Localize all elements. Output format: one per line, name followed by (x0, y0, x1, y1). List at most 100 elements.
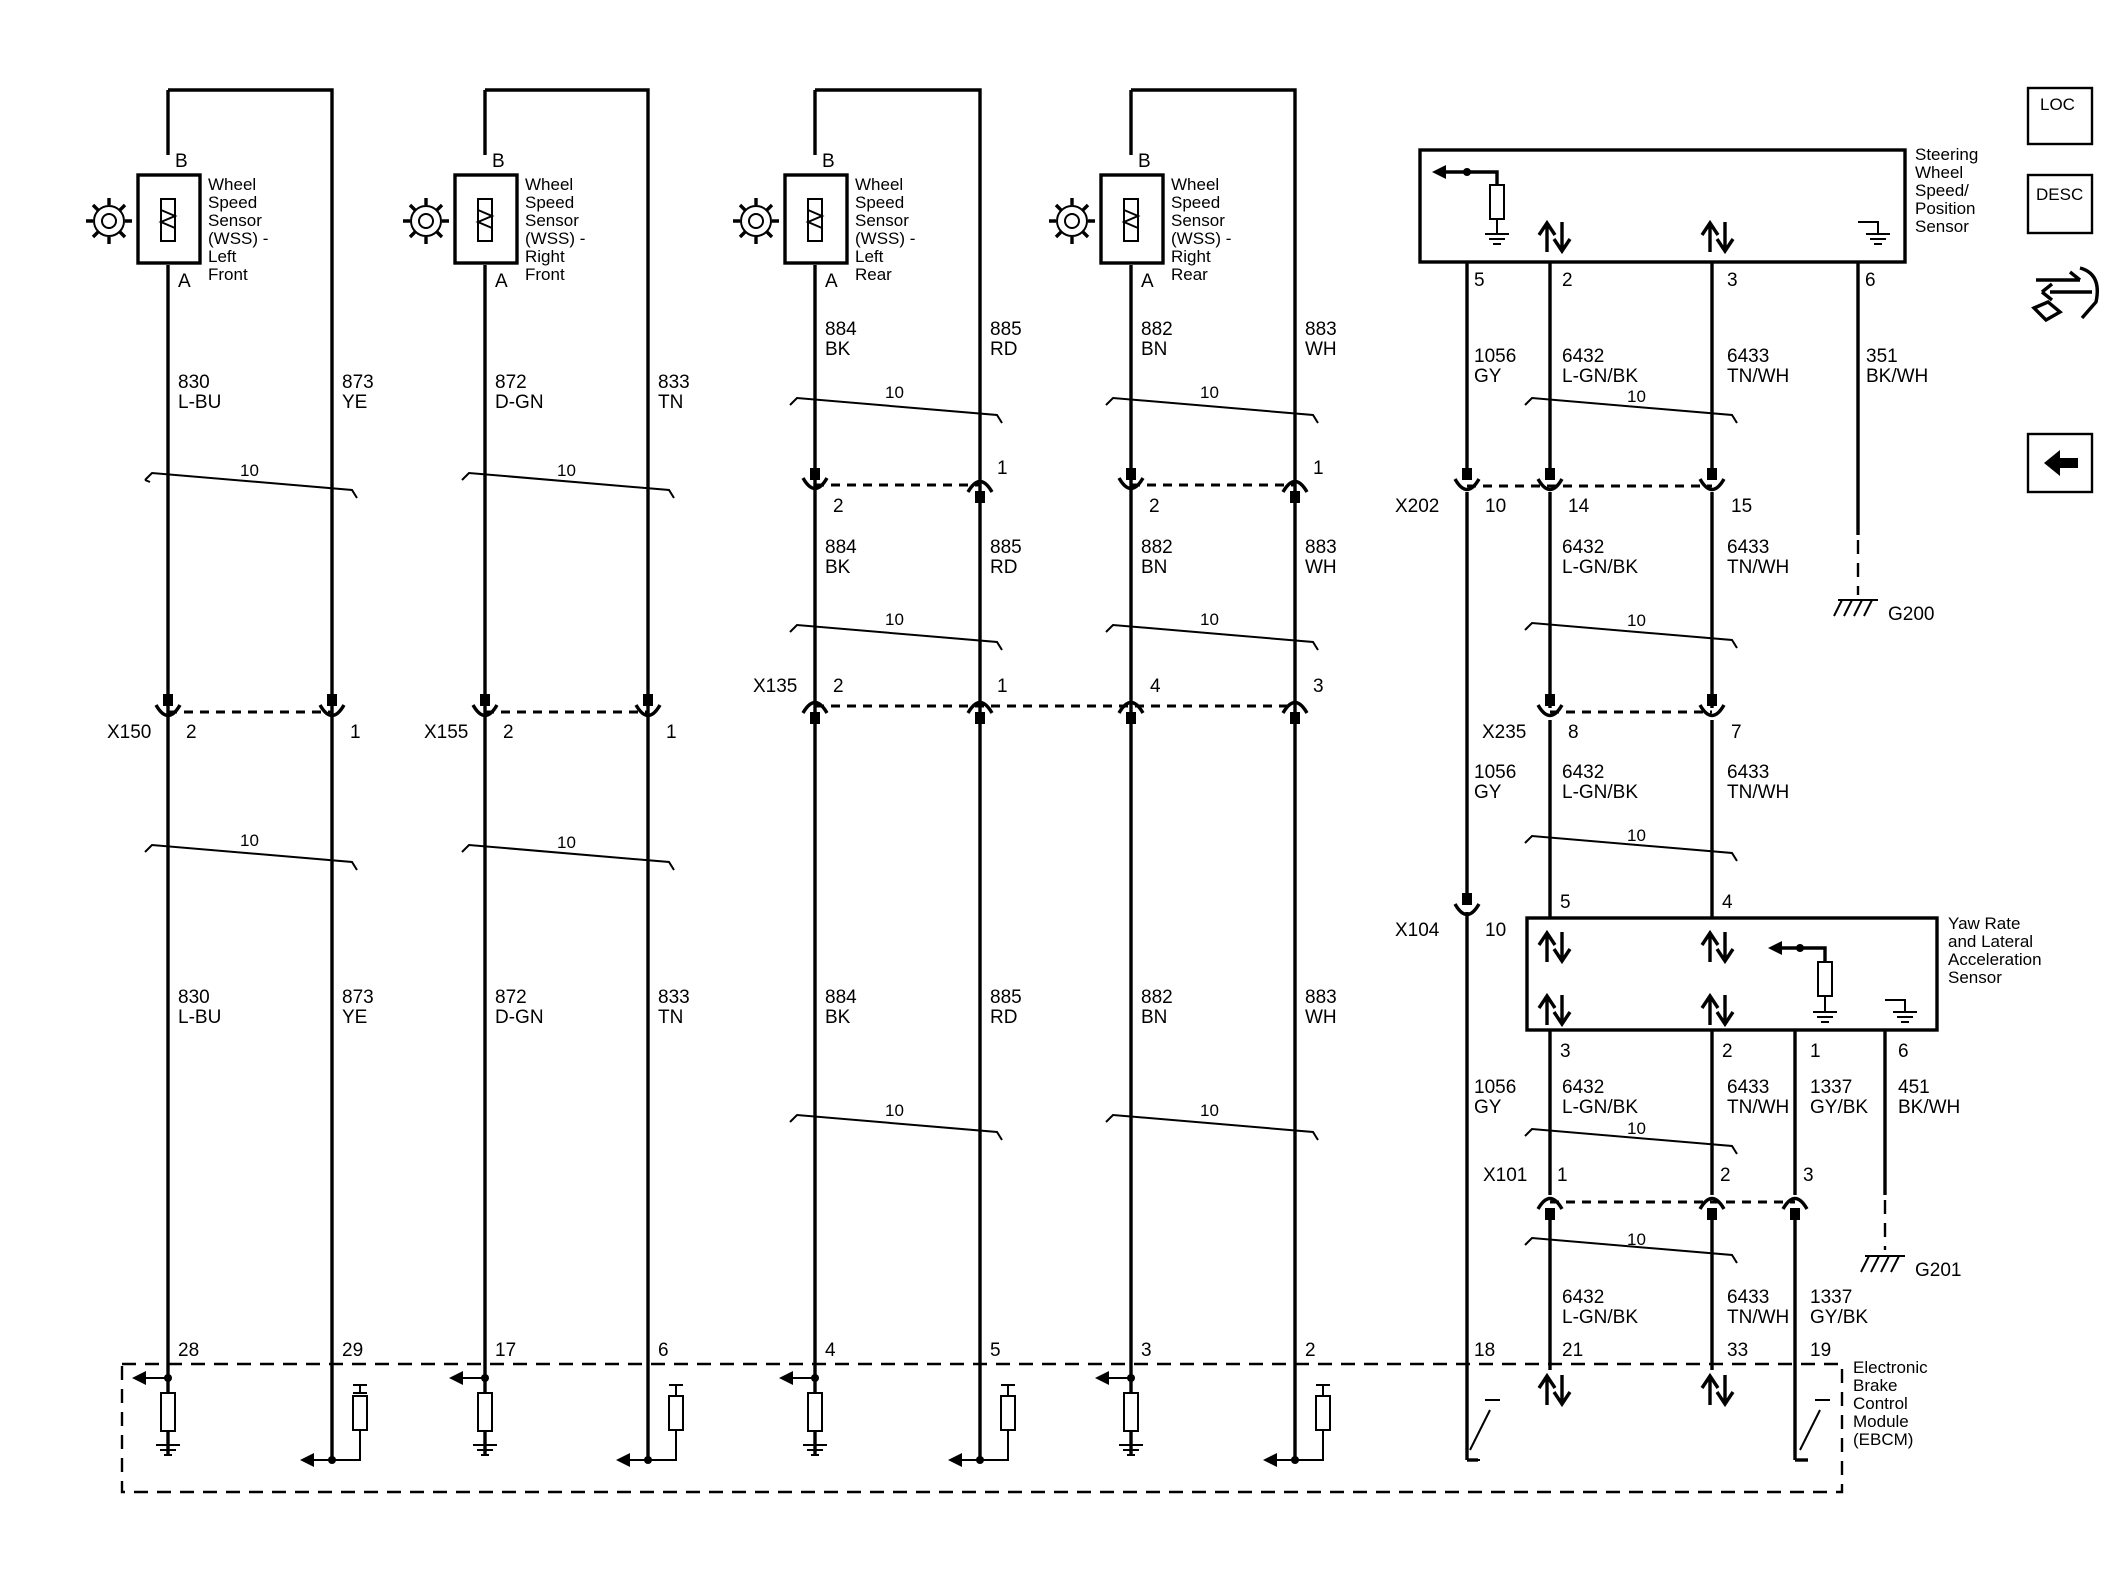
svg-text:DESC: DESC (2036, 185, 2083, 204)
svg-text:833: 833 (658, 372, 690, 393)
svg-text:10: 10 (240, 461, 259, 480)
svg-text:2: 2 (833, 496, 844, 517)
loc-button[interactable]: LOC (2026, 86, 2094, 146)
svg-text:TN/WH: TN/WH (1727, 782, 1789, 803)
gear-icon (733, 198, 779, 244)
svg-text:X101: X101 (1483, 1165, 1527, 1186)
connector-x150: X150 2 1 (107, 694, 361, 743)
svg-text:884: 884 (825, 987, 857, 1008)
wss-pin-bottom: A (178, 271, 191, 292)
svg-text:6432: 6432 (1562, 1287, 1604, 1308)
connector-x202: X202 10 14 15 (1395, 468, 1752, 517)
svg-text:3: 3 (1803, 1165, 1814, 1186)
svg-text:GY: GY (1474, 782, 1502, 803)
svg-text:8: 8 (1568, 722, 1579, 743)
svg-text:351: 351 (1866, 346, 1898, 367)
svg-text:GY/BK: GY/BK (1810, 1307, 1868, 1328)
svg-text:WH: WH (1305, 557, 1337, 578)
wss-pin-bottom: A (825, 271, 838, 292)
svg-text:2: 2 (186, 722, 197, 743)
svg-text:10: 10 (240, 831, 259, 850)
svg-text:882: 882 (1141, 987, 1173, 1008)
svg-text:4: 4 (1150, 676, 1161, 697)
svg-text:1056: 1056 (1474, 762, 1516, 783)
svg-text:5: 5 (1474, 270, 1485, 291)
loc-letter-l: LOC (2040, 95, 2075, 114)
wss-right-rear: B A Wheel Speed Sensor (WSS) - Right Rea… (1049, 88, 1297, 1460)
svg-text:L-GN/BK: L-GN/BK (1562, 1097, 1638, 1118)
desc-button[interactable]: DESC (2026, 173, 2094, 235)
svg-text:3: 3 (1313, 676, 1324, 697)
svg-text:1337: 1337 (1810, 1077, 1852, 1098)
svg-text:10: 10 (1200, 1101, 1219, 1120)
steering-sensor-name: Steering Wheel Speed/ Position Sensor (1915, 145, 1983, 236)
svg-text:10: 10 (885, 1101, 904, 1120)
svg-text:10: 10 (1627, 1119, 1646, 1138)
svg-text:2: 2 (1149, 496, 1160, 517)
svg-text:5: 5 (1560, 892, 1571, 913)
svg-text:883: 883 (1305, 319, 1337, 340)
svg-text:3: 3 (1727, 270, 1738, 291)
svg-text:LOC: LOC (2040, 95, 2075, 114)
svg-text:10: 10 (1200, 383, 1219, 402)
svg-text:885: 885 (990, 537, 1022, 558)
svg-text:2: 2 (1562, 270, 1573, 291)
svg-text:10: 10 (557, 461, 576, 480)
svg-text:872: 872 (495, 987, 527, 1008)
svg-text:BK: BK (825, 557, 851, 578)
svg-text:884: 884 (825, 319, 857, 340)
svg-text:D-GN: D-GN (495, 1007, 544, 1028)
connector-link-icon[interactable] (2031, 266, 2099, 323)
svg-text:451: 451 (1898, 1077, 1930, 1098)
svg-text:2: 2 (833, 676, 844, 697)
svg-text:X155: X155 (424, 722, 468, 743)
wss-pin-bottom: A (1141, 271, 1154, 292)
svg-text:1: 1 (997, 458, 1008, 479)
svg-text:GY: GY (1474, 366, 1502, 387)
svg-text:10: 10 (1485, 920, 1506, 941)
svg-text:6432: 6432 (1562, 762, 1604, 783)
svg-text:10: 10 (1627, 611, 1646, 630)
svg-text:2: 2 (1722, 1041, 1733, 1062)
ebcm-name: Electronic Brake Control Module (EBCM) (1853, 1358, 1932, 1449)
svg-text:6433: 6433 (1727, 762, 1769, 783)
svg-text:10: 10 (1627, 387, 1646, 406)
ebcm-module: 28 29 17 6 4 5 3 2 18 21 33 19 Electroni… (120, 1340, 1932, 1494)
wss-pin-top: B (492, 151, 505, 172)
wss-pin-top: B (1138, 151, 1151, 172)
svg-text:873: 873 (342, 987, 374, 1008)
svg-text:14: 14 (1568, 496, 1590, 517)
svg-text:3: 3 (1560, 1041, 1571, 1062)
svg-text:1: 1 (1313, 458, 1324, 479)
wss-left-front: B A Wheel Speed Sensor (WSS) - Left Fron… (86, 88, 334, 1460)
connector-x101: X101 1 2 3 (1483, 1165, 1814, 1220)
svg-text:885: 885 (990, 987, 1022, 1008)
svg-text:885: 885 (990, 319, 1022, 340)
svg-text:2: 2 (503, 722, 514, 743)
wss-pin-top: B (822, 151, 835, 172)
svg-text:BK: BK (825, 1007, 851, 1028)
svg-text:BN: BN (1141, 1007, 1167, 1028)
back-arrow-icon (2044, 450, 2078, 476)
svg-text:WH: WH (1305, 339, 1337, 360)
svg-text:BN: BN (1141, 557, 1167, 578)
svg-text:X135: X135 (753, 676, 797, 697)
svg-text:G200: G200 (1888, 604, 1934, 625)
svg-text:15: 15 (1731, 496, 1752, 517)
back-arrow-button[interactable] (2026, 432, 2094, 494)
yaw-rate-lateral-acceleration-sensor: 5 4 3 2 1 6 Yaw Rate and Lateral Acceler… (1525, 892, 2042, 1062)
svg-text:BK/WH: BK/WH (1866, 366, 1928, 387)
twisted-pair-marks: 10 10 10 10 10 10 10 10 10 10 10 10 10 1… (144, 383, 1738, 1264)
connector-x235: X235 8 7 (1482, 694, 1742, 743)
connector-x104: X104 10 (1395, 893, 1506, 941)
svg-text:GY/BK: GY/BK (1810, 1097, 1868, 1118)
svg-text:1: 1 (666, 722, 677, 743)
wss-right-front: B A Wheel Speed Sensor (WSS) - Right Fro… (403, 88, 650, 1460)
svg-text:883: 883 (1305, 537, 1337, 558)
svg-text:873: 873 (342, 372, 374, 393)
desc-text: DESC (2036, 185, 2083, 204)
svg-text:BK: BK (825, 339, 851, 360)
